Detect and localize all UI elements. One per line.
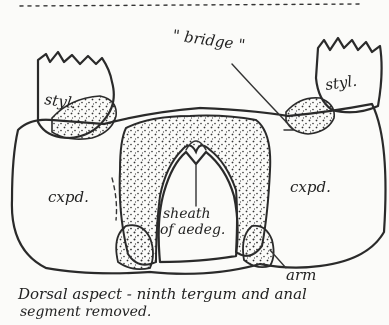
label-arm: arm [286,266,316,284]
label-styl-right: styl. [324,72,358,94]
label-cxpd-right: cxpd. [290,178,331,196]
label-bridge: " bridge " [171,26,246,54]
label-styl-left: styl. [43,90,77,112]
left-coxopodite-inner-edge [112,178,117,220]
right-lower-lobe-arm [243,226,274,267]
label-cxpd-left: cxpd. [48,188,89,206]
scan-artifact-line [20,4,360,6]
caption-line1: Dorsal aspect - ninth tergum and anal [17,285,307,303]
caption-line2: segment removed. [20,304,151,320]
label-sheath-line1: sheath [163,206,210,222]
label-sheath-line2: of aedeg. [160,222,225,238]
